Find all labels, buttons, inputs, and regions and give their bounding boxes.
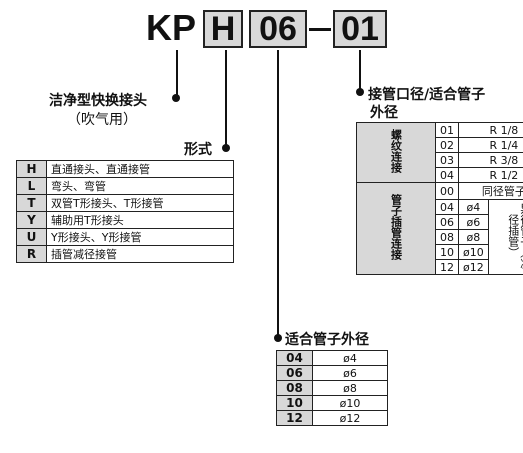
port-row: 08 ø8 [357, 229, 523, 245]
series-sublabel: （吹气用） [67, 112, 137, 128]
form-desc: Y形接头、Y形接管 [46, 228, 234, 246]
port-size: ø8 [458, 229, 489, 245]
port-row: 03 R 3/8 [357, 152, 523, 168]
tube-size: ø12 [312, 410, 388, 426]
prefix-leader-v [176, 50, 178, 98]
tube-code: 06 [276, 365, 313, 381]
port-row: 04 ø4 异径管子（减径插管） [357, 199, 523, 275]
model-prefix: KP [146, 7, 197, 48]
form-desc: 双管T形接头、T形接管 [46, 194, 234, 212]
port-leader-v [359, 50, 361, 92]
port-table: 螺纹连接 01 R 1/8 02 R 1/4 03 R 3/8 04 R 1/2… [356, 122, 523, 275]
tube-leader-v [277, 50, 279, 338]
code-dash [309, 28, 331, 31]
port-code: 06 [435, 214, 459, 230]
port-size: R 1/2 [458, 167, 523, 183]
tube-code-box: 06 [249, 10, 307, 48]
tube-size: ø4 [312, 350, 388, 366]
series-label: 洁净型快换接头 [49, 93, 147, 109]
port-label-2: 外径 [370, 105, 398, 121]
port-size: ø4 [458, 199, 489, 215]
port-code: 08 [435, 229, 459, 245]
tube-size: ø6 [312, 365, 388, 381]
port-code: 01 [435, 122, 459, 138]
thread-label: 螺纹连接 [356, 122, 436, 183]
tube-code: 04 [276, 350, 313, 366]
port-code: 12 [435, 259, 459, 275]
port-row: 管子插管连接 00 同径管子 [356, 182, 523, 275]
series-dot [172, 94, 180, 102]
form-key: T [16, 194, 47, 212]
same-dia-text: 同径管子 [458, 182, 523, 200]
port-size: R 1/4 [458, 137, 523, 153]
form-key: R [16, 245, 47, 263]
type-leader-v [225, 50, 227, 148]
tube-conn-label: 管子插管连接 [356, 182, 436, 275]
form-desc: 直通接头、直通接管 [46, 160, 234, 178]
tube-label: 适合管子外径 [285, 332, 369, 348]
reduce-label: 异径管子（减径插管） [487, 199, 523, 275]
port-code: 10 [435, 244, 459, 260]
tube-code: 10 [276, 395, 313, 411]
form-label: 形式 [184, 142, 212, 158]
form-key: Y [16, 211, 47, 229]
port-size: ø12 [458, 259, 489, 275]
port-size: R 3/8 [458, 152, 523, 168]
form-key: L [16, 177, 47, 195]
type-code-box: H [203, 10, 243, 48]
port-code: 00 [435, 182, 459, 200]
tube-code: 08 [276, 380, 313, 396]
port-row: 螺纹连接 01 R 1/8 [356, 122, 523, 183]
port-size: ø6 [458, 214, 489, 230]
form-key: U [16, 228, 47, 246]
port-row: 10 ø10 [357, 244, 523, 260]
port-code-box: 01 [333, 10, 387, 48]
tube-size: ø10 [312, 395, 388, 411]
port-label: 接管口径/适合管子 [368, 87, 486, 103]
port-size: ø10 [458, 244, 489, 260]
port-row: 12 ø12 [357, 259, 523, 275]
tube-size: ø8 [312, 380, 388, 396]
port-code: 04 [435, 167, 459, 183]
tube-dot [274, 334, 282, 342]
port-code: 02 [435, 137, 459, 153]
form-desc: 辅助用T形接头 [46, 211, 234, 229]
tube-code: 12 [276, 410, 313, 426]
port-size: R 1/8 [458, 122, 523, 138]
form-key: H [16, 160, 47, 178]
port-row: 06 ø6 [357, 214, 523, 230]
port-dot [356, 88, 364, 96]
form-dot [222, 144, 230, 152]
port-code: 03 [435, 152, 459, 168]
port-code: 04 [435, 199, 459, 215]
form-desc: 弯头、弯管 [46, 177, 234, 195]
form-desc: 插管减径接管 [46, 245, 234, 263]
